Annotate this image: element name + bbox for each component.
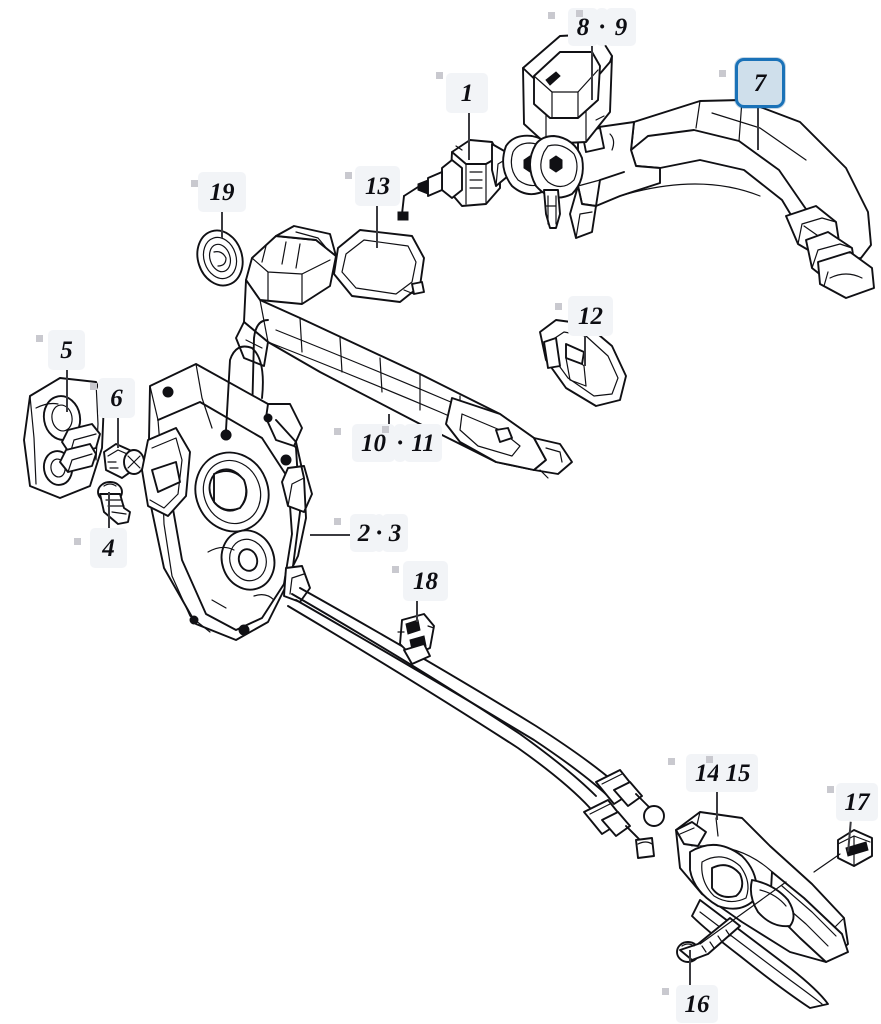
- callout-marker-13: [345, 172, 352, 179]
- callout-marker-8-9b: [576, 10, 583, 17]
- callout-label-19[interactable]: 19: [198, 172, 246, 212]
- callout-leader-1: [468, 113, 470, 160]
- callout-label-14-15b[interactable]: 15: [718, 754, 758, 792]
- callout-leader-2-3a: [310, 534, 350, 536]
- part-cable-clamp-clip: [397, 613, 435, 665]
- callout-label-5[interactable]: 5: [48, 330, 85, 370]
- callout-label-4[interactable]: 4: [90, 528, 127, 568]
- part-handle-cap: [522, 33, 613, 145]
- callout-leader-4: [108, 492, 110, 528]
- callout-leader-7: [757, 108, 759, 150]
- callout-marker-14-15b: [706, 756, 713, 763]
- part-keys: [502, 134, 584, 229]
- callout-marker-18: [392, 566, 399, 573]
- callout-label-10-11sep[interactable]: ·: [394, 424, 406, 462]
- part-handle-base-bracket: [235, 225, 573, 479]
- part-stopper-clip: [813, 829, 873, 873]
- callout-marker-10-11b: [382, 426, 389, 433]
- callout-marker-17: [827, 786, 834, 793]
- callout-leader-6: [117, 418, 119, 448]
- part-lock-cylinder: [397, 139, 509, 221]
- part-seal-ring: [196, 229, 244, 287]
- callout-marker-8-9a: [548, 12, 555, 19]
- callout-leader-8-9b: [591, 46, 593, 100]
- part-inside-handle-screw: [676, 881, 787, 963]
- callout-marker-2-3a: [334, 518, 341, 525]
- callout-marker-5: [36, 335, 43, 342]
- callout-leader-10-11a: [388, 414, 390, 424]
- callout-label-16[interactable]: 16: [676, 985, 718, 1023]
- callout-leader-19: [221, 212, 223, 238]
- part-handle-end-cover: [539, 319, 627, 407]
- callout-marker-7: [719, 70, 726, 77]
- part-door-striker: [23, 377, 105, 499]
- part-door-latch-assembly: [141, 345, 313, 641]
- callout-label-7[interactable]: 7: [735, 58, 785, 108]
- callout-leader-13: [376, 206, 378, 248]
- callout-label-10-11b[interactable]: 11: [404, 424, 442, 462]
- part-outside-handle: [569, 99, 875, 299]
- callout-label-8-9b[interactable]: 9: [606, 8, 636, 46]
- callout-leader-14-15a: [716, 792, 718, 820]
- callout-label-8-9a[interactable]: 8: [568, 8, 598, 46]
- callout-marker-16: [662, 988, 669, 995]
- callout-marker-12: [555, 303, 562, 310]
- callout-marker-1: [436, 72, 443, 79]
- part-latch-screw: [97, 481, 131, 525]
- callout-label-6[interactable]: 6: [98, 378, 135, 418]
- callout-marker-19: [191, 180, 198, 187]
- callout-label-1[interactable]: 1: [446, 73, 488, 113]
- callout-label-12[interactable]: 12: [568, 296, 613, 336]
- callout-label-2-3a[interactable]: 2: [350, 514, 378, 552]
- callout-label-13[interactable]: 13: [355, 166, 400, 206]
- callout-leader-5: [66, 370, 68, 412]
- callout-label-2-3sep[interactable]: ·: [374, 514, 384, 552]
- callout-label-2-3b[interactable]: 3: [382, 514, 408, 552]
- callout-label-17[interactable]: 17: [836, 783, 878, 821]
- callout-label-8-9sep[interactable]: ·: [596, 8, 608, 46]
- callout-leader-12: [584, 336, 586, 366]
- callout-marker-4: [74, 538, 81, 545]
- callout-leader-16: [689, 950, 691, 985]
- part-striker-screw: [103, 443, 145, 479]
- callout-marker-10-11a: [334, 428, 341, 435]
- part-handle-gasket: [333, 229, 425, 303]
- callout-marker-14-15a: [668, 758, 675, 765]
- callout-marker-6: [90, 383, 97, 390]
- callout-label-18[interactable]: 18: [403, 561, 448, 601]
- callout-leader-18: [416, 601, 418, 622]
- part-inside-handle: [675, 811, 849, 1009]
- part-control-cables: [287, 587, 665, 859]
